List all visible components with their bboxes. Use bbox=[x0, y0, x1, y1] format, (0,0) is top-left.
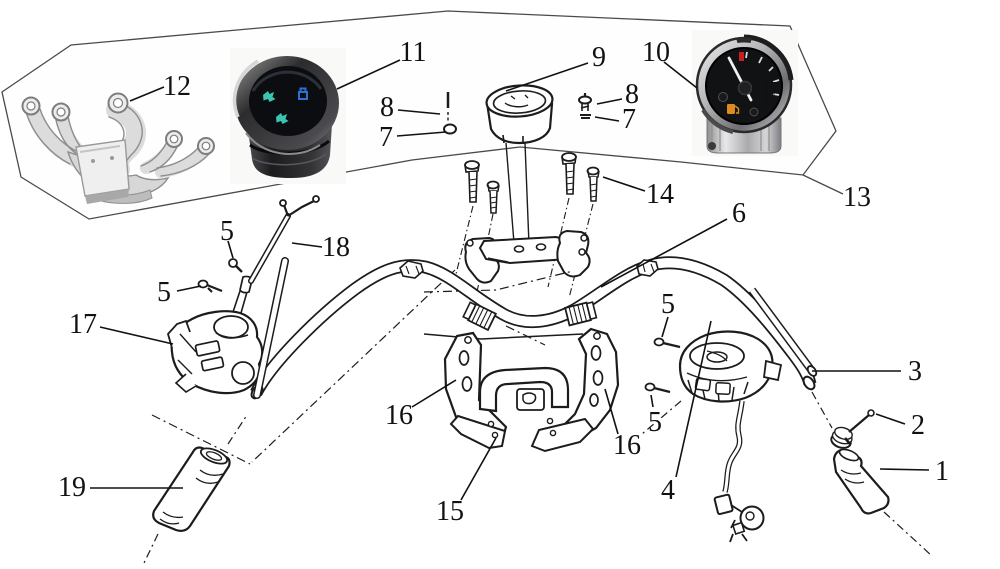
svg-text:10: 10 bbox=[642, 37, 670, 68]
svg-text:15: 15 bbox=[436, 496, 464, 527]
svg-text:1: 1 bbox=[935, 456, 949, 487]
svg-text:14: 14 bbox=[646, 179, 674, 210]
svg-text:5: 5 bbox=[220, 216, 234, 247]
svg-text:17: 17 bbox=[69, 309, 97, 340]
svg-text:4: 4 bbox=[661, 475, 675, 506]
svg-text:5: 5 bbox=[648, 407, 662, 438]
svg-text:5: 5 bbox=[661, 289, 675, 320]
svg-text:F: F bbox=[762, 77, 778, 108]
svg-text:11: 11 bbox=[400, 37, 427, 68]
svg-text:13: 13 bbox=[843, 182, 871, 213]
svg-text:18: 18 bbox=[322, 232, 350, 263]
svg-text:19: 19 bbox=[58, 472, 86, 503]
svg-text:6: 6 bbox=[732, 198, 746, 229]
svg-text:5: 5 bbox=[157, 277, 171, 308]
svg-text:7: 7 bbox=[622, 104, 636, 135]
svg-text:2: 2 bbox=[911, 410, 925, 441]
svg-text:12: 12 bbox=[163, 71, 191, 102]
svg-text:8: 8 bbox=[625, 79, 639, 110]
svg-text:16: 16 bbox=[385, 400, 413, 431]
svg-text:9: 9 bbox=[592, 42, 606, 73]
svg-text:16: 16 bbox=[613, 430, 641, 461]
svg-text:3: 3 bbox=[908, 356, 922, 387]
svg-text:8: 8 bbox=[380, 92, 394, 123]
svg-text:7: 7 bbox=[379, 122, 393, 153]
